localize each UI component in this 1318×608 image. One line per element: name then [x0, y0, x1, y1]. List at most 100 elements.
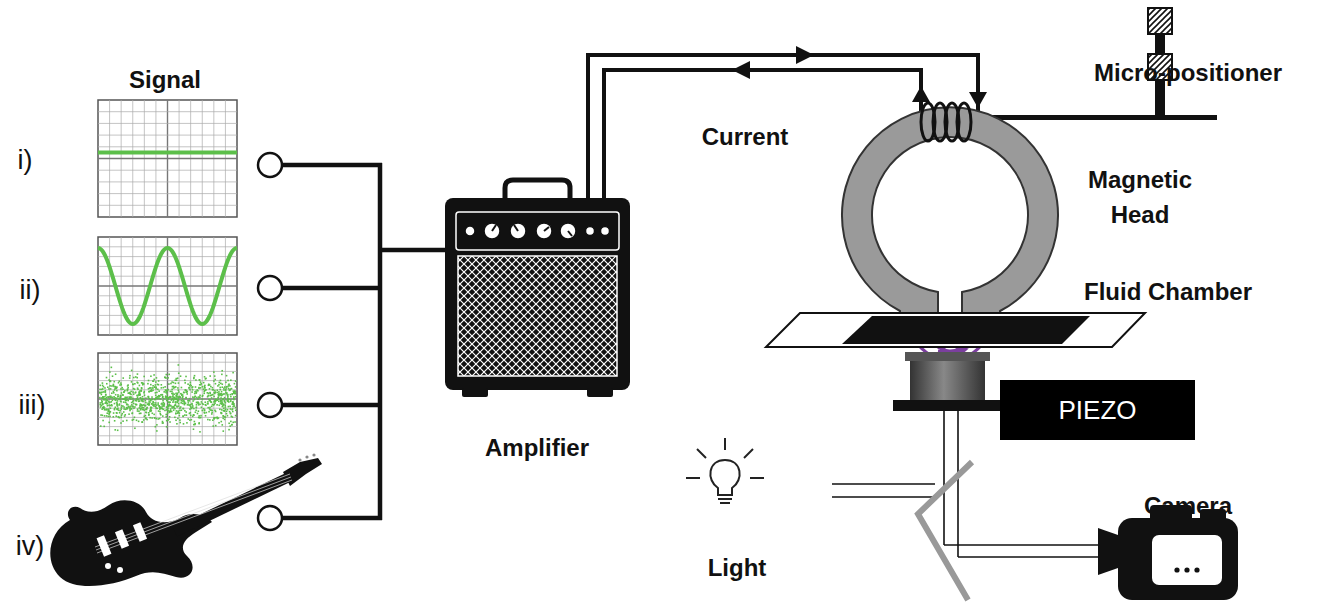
signal-plot	[148, 396, 150, 398]
signal-plot	[168, 374, 170, 376]
signal-plot	[151, 399, 153, 401]
signal-plot	[180, 393, 182, 395]
signal-plot	[227, 397, 229, 399]
signal-plot	[205, 404, 207, 406]
signal-plot	[115, 399, 117, 401]
signal-plot	[227, 401, 229, 403]
signal-plot	[178, 403, 180, 405]
signal-plot	[185, 397, 187, 399]
signal-plot	[148, 391, 150, 393]
signal-plot	[101, 389, 103, 391]
amplifier-icon	[505, 180, 570, 200]
signal-plot	[200, 381, 202, 383]
signal-plot	[145, 400, 147, 402]
signal-plot	[196, 407, 198, 409]
signal-plot	[112, 375, 114, 377]
signal-plot	[154, 386, 156, 388]
signal-plot	[224, 401, 226, 403]
signal-plot	[189, 400, 191, 402]
signal-plot	[214, 400, 216, 402]
signal-plot	[147, 383, 149, 385]
signal-plot	[182, 400, 184, 402]
signal-plot	[221, 413, 223, 415]
signal-plot	[178, 399, 180, 401]
signal-plot	[227, 400, 229, 402]
signal-plot	[212, 419, 214, 421]
signal-plot	[176, 394, 178, 396]
input-jacks	[258, 153, 282, 177]
signal-plot	[233, 399, 235, 401]
signal-plot	[116, 387, 118, 389]
signal-plot	[226, 413, 228, 415]
amplifier-icon	[458, 256, 617, 376]
signal-plot	[209, 400, 211, 402]
signal-plot	[230, 401, 232, 403]
signal-plot	[189, 413, 191, 415]
signal-plot	[153, 374, 155, 376]
signal-plot	[214, 379, 216, 381]
signal-plot	[162, 404, 164, 406]
signal-plot	[234, 391, 236, 393]
signal-plot	[103, 399, 105, 401]
signal-plot	[175, 383, 177, 385]
signal-plot	[106, 377, 108, 379]
signal-plot	[129, 392, 131, 394]
signal-plot	[196, 406, 198, 408]
signal-plot	[208, 383, 210, 385]
amplifier-icon	[544, 227, 549, 231]
signal-plot	[181, 394, 183, 396]
signal-plot	[168, 383, 170, 385]
signal-plot	[164, 386, 166, 388]
signal-plot	[99, 392, 101, 394]
signal-plot	[161, 403, 163, 405]
signal-numeral: iii)	[19, 389, 46, 421]
signal-plot	[157, 404, 159, 406]
signal-plot	[200, 387, 202, 389]
signal-plot	[223, 410, 225, 412]
signal-plot	[110, 395, 112, 397]
signal-plot	[176, 405, 178, 407]
signal-plot	[232, 422, 234, 424]
signal-plot	[154, 417, 156, 419]
signal-plot	[211, 401, 213, 403]
signal-plot	[204, 412, 206, 414]
signal-plot	[178, 372, 180, 374]
current-arrows	[732, 46, 987, 108]
signal-plot	[231, 424, 233, 426]
signal-plot	[152, 387, 154, 389]
signal-plot	[227, 409, 229, 411]
amplifier-icon	[587, 388, 613, 397]
camera-icon	[1174, 567, 1179, 572]
signal-plot	[173, 407, 175, 409]
signal-plot	[174, 416, 176, 418]
signal-plot	[179, 407, 181, 409]
signal-plot	[142, 398, 144, 400]
signal-plot	[218, 422, 220, 424]
signal-plot	[193, 377, 195, 379]
signal-plot	[105, 394, 107, 396]
signal-plot	[227, 394, 229, 396]
signal-plot	[175, 399, 177, 401]
signal-plot	[102, 396, 104, 398]
signal-plot	[199, 396, 201, 398]
signal-plot	[169, 401, 171, 403]
signal-plot	[207, 396, 209, 398]
signal-plot	[214, 392, 216, 394]
signal-plot	[209, 408, 211, 410]
signal-plot	[233, 390, 235, 392]
signal-plot	[117, 405, 119, 407]
signal-plot	[186, 391, 188, 393]
signal-plot	[198, 402, 200, 404]
signal-plot	[140, 390, 142, 392]
signal-plot	[100, 406, 102, 408]
signal-plot	[98, 256, 237, 257]
light-bulb-icon	[724, 438, 726, 450]
signal-plot	[199, 431, 201, 433]
signal-plot	[141, 382, 143, 384]
signal-plot	[118, 396, 120, 398]
signal-plot	[134, 427, 136, 429]
signal-plot	[180, 375, 182, 377]
signal-plot	[178, 364, 180, 366]
signal-plot	[98, 371, 237, 372]
signal-plot	[109, 416, 111, 418]
